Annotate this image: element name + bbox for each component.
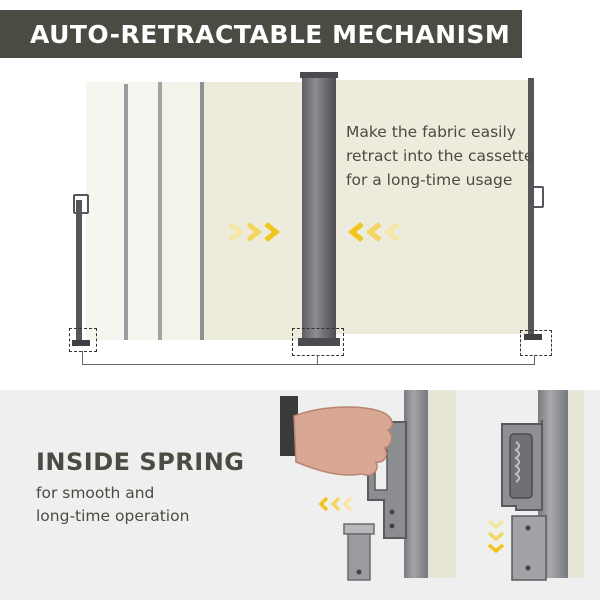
hand-icon <box>280 396 393 476</box>
arrow-left-chevrons-icon <box>348 220 406 244</box>
fabric-panel-ghost-2 <box>128 82 160 340</box>
caption-line-3: for a long-time usage <box>346 171 513 189</box>
banner-title: AUTO-RETRACTABLE MECHANISM <box>30 20 511 49</box>
arrow-right-chevrons-icon <box>226 220 284 244</box>
handle-grip-icon <box>501 420 547 581</box>
cassette-foot <box>298 338 340 346</box>
caption-line-2: retract into the cassette <box>346 147 534 165</box>
anchor-highlight-right <box>520 330 552 356</box>
spring-description: for smooth and long-time operation <box>36 482 189 528</box>
fabric-panel-left <box>203 82 302 340</box>
left-handle-post <box>76 200 82 340</box>
ghost-pole-2 <box>158 82 162 340</box>
fabric-panel-ghost-1 <box>86 82 126 340</box>
right-post-grip <box>532 186 544 208</box>
fabric-closeup-2 <box>568 390 584 578</box>
header-banner: AUTO-RETRACTABLE MECHANISM <box>0 10 522 58</box>
ghost-pole-3 <box>200 82 204 340</box>
arrow-left-small-chevrons-icon <box>318 496 358 512</box>
anchor-highlight-left <box>69 328 97 352</box>
spring-post-icon <box>343 523 375 581</box>
cassette-post-closeup <box>404 390 428 578</box>
cassette-cap <box>300 72 338 78</box>
right-post-foot <box>524 334 542 340</box>
spring-desc-line-2: long-time operation <box>36 507 190 525</box>
anchor-highlight-center <box>292 328 344 356</box>
right-post <box>528 78 534 336</box>
fabric-panel-right <box>336 80 528 334</box>
cassette-post <box>302 72 336 342</box>
bracket-line-right-drop <box>534 355 535 365</box>
fabric-panel-ghost-3 <box>162 82 200 340</box>
fabric-closeup <box>428 390 456 578</box>
bracket-line-left-drop <box>82 351 83 365</box>
bracket-line <box>82 364 535 365</box>
caption-line-1: Make the fabric easily <box>346 123 516 141</box>
spring-title: INSIDE SPRING <box>36 448 245 476</box>
mechanism-caption: Make the fabric easily retract into the … <box>346 120 546 192</box>
left-handle-grip <box>73 194 89 214</box>
arrow-down-chevrons-icon <box>486 518 506 558</box>
bracket-line-center-drop <box>317 355 318 365</box>
left-handle-foot <box>72 340 90 346</box>
spring-desc-line-1: for smooth and <box>36 484 155 502</box>
ghost-pole-1 <box>124 84 128 340</box>
